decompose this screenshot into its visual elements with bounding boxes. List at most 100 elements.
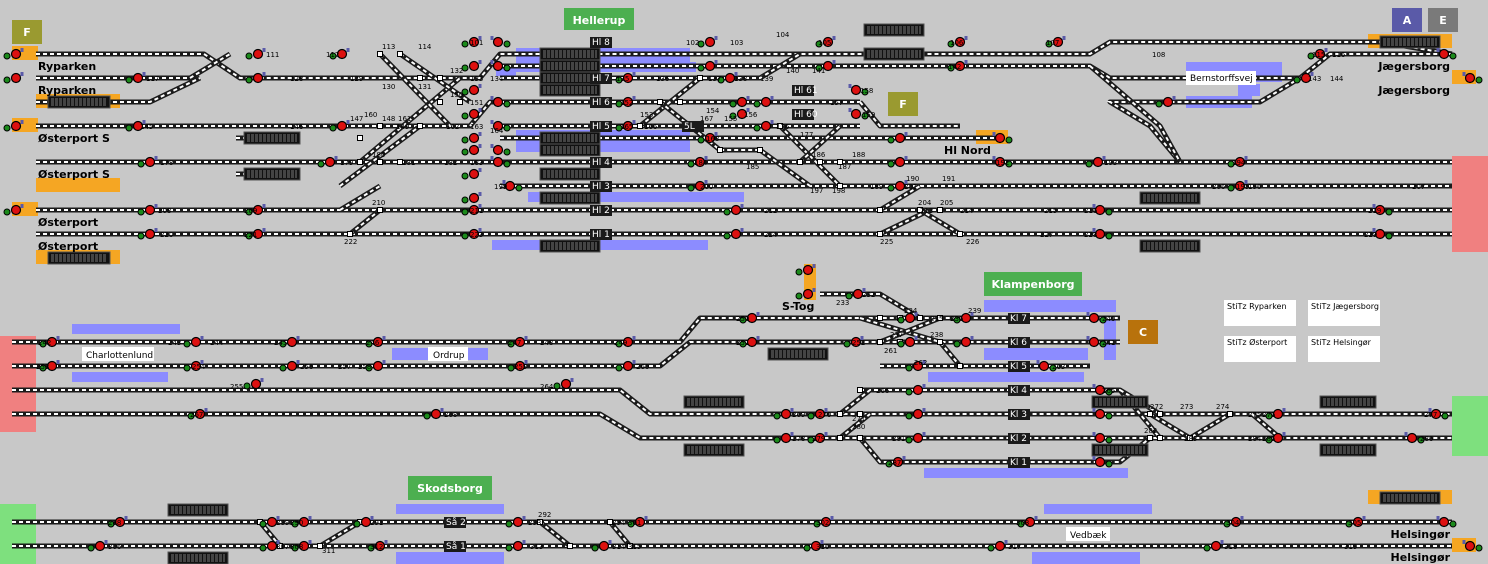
signal-87[interactable]: [622, 360, 634, 372]
signal-1[interactable]: [10, 72, 22, 84]
signal-65[interactable]: [1374, 204, 1386, 216]
signal-29[interactable]: [492, 120, 504, 132]
signal-38[interactable]: [724, 72, 736, 84]
signal-41[interactable]: [760, 96, 772, 108]
switch-point-10[interactable]: [377, 123, 383, 129]
signal-98[interactable]: [912, 360, 924, 372]
signal-86[interactable]: [622, 336, 634, 348]
signal-56[interactable]: [954, 60, 966, 72]
signal-66[interactable]: [1374, 228, 1386, 240]
switch-point-40[interactable]: [857, 411, 863, 417]
switch-point-33[interactable]: [917, 315, 923, 321]
signal-51[interactable]: [730, 228, 742, 240]
signal-77[interactable]: [286, 360, 298, 372]
signal-17[interactable]: [468, 60, 480, 72]
signal-73[interactable]: [46, 360, 58, 372]
signal-122[interactable]: [298, 516, 310, 528]
signal-117[interactable]: [1430, 408, 1442, 420]
signal-82[interactable]: [430, 408, 442, 420]
track-u1b[interactable]: [36, 53, 231, 79]
signal-106[interactable]: [780, 408, 792, 420]
signal-2[interactable]: [10, 120, 22, 132]
track-u14[interactable]: [1089, 65, 1181, 163]
signal-68[interactable]: [1300, 72, 1312, 84]
signal-64[interactable]: [1234, 180, 1246, 192]
switch-point-42[interactable]: [837, 411, 843, 417]
signal-135[interactable]: [1210, 540, 1222, 552]
track-u13[interactable]: [1106, 77, 1301, 163]
signal-15[interactable]: [336, 120, 348, 132]
signal-49[interactable]: [694, 180, 706, 192]
switch-point-35[interactable]: [877, 339, 883, 345]
signal-127[interactable]: [512, 540, 524, 552]
signal-50[interactable]: [730, 204, 742, 216]
signal-72[interactable]: [46, 336, 58, 348]
signal-35[interactable]: [622, 120, 634, 132]
switch-point-52[interactable]: [317, 543, 323, 549]
switch-point-11[interactable]: [357, 135, 363, 141]
signal-128[interactable]: [598, 540, 610, 552]
switch-point-21[interactable]: [817, 159, 823, 165]
signal-116[interactable]: [1406, 432, 1418, 444]
signal-84[interactable]: [514, 360, 526, 372]
switch-point-23[interactable]: [877, 207, 883, 213]
signal-96[interactable]: [960, 312, 972, 324]
switch-point-14[interactable]: [697, 75, 703, 81]
signal-78[interactable]: [372, 336, 384, 348]
signal-114[interactable]: [1272, 408, 1284, 420]
switch-point-5[interactable]: [437, 99, 443, 105]
signal-34[interactable]: [622, 96, 634, 108]
signal-11[interactable]: [252, 204, 264, 216]
signal-103[interactable]: [814, 408, 826, 420]
switch-point-54[interactable]: [537, 519, 543, 525]
track-u26[interactable]: [879, 209, 931, 235]
signal-26[interactable]: [492, 36, 504, 48]
track-u17[interactable]: [379, 53, 451, 127]
signal-37[interactable]: [704, 60, 716, 72]
signal-138[interactable]: [1464, 540, 1476, 552]
signal-115[interactable]: [1272, 432, 1284, 444]
signal-52[interactable]: [894, 132, 906, 144]
signal-93[interactable]: [850, 336, 862, 348]
track-u19[interactable]: [339, 185, 381, 211]
signal-6[interactable]: [132, 120, 144, 132]
switch-point-29[interactable]: [347, 231, 353, 237]
signal-58[interactable]: [994, 132, 1006, 144]
signal-67[interactable]: [1162, 96, 1174, 108]
signal-14[interactable]: [336, 48, 348, 60]
signal-43[interactable]: [822, 36, 834, 48]
signal-91[interactable]: [802, 288, 814, 300]
signal-25[interactable]: [468, 228, 480, 240]
signal-60[interactable]: [1092, 156, 1104, 168]
signal-118[interactable]: [114, 516, 126, 528]
signal-136[interactable]: [1352, 516, 1364, 528]
signal-90[interactable]: [802, 264, 814, 276]
signal-131[interactable]: [810, 540, 822, 552]
signal-125[interactable]: [374, 540, 386, 552]
switch-point-28[interactable]: [957, 231, 963, 237]
signal-36[interactable]: [704, 36, 716, 48]
switch-point-57[interactable]: [627, 543, 633, 549]
switch-point-30[interactable]: [377, 207, 383, 213]
switch-point-15[interactable]: [677, 99, 683, 105]
signal-124[interactable]: [360, 516, 372, 528]
track-m10[interactable]: [820, 293, 921, 319]
switch-point-25[interactable]: [917, 207, 923, 213]
signal-76[interactable]: [286, 336, 298, 348]
switch-point-27[interactable]: [877, 231, 883, 237]
signal-27[interactable]: [492, 60, 504, 72]
signal-7[interactable]: [252, 72, 264, 84]
signal-95[interactable]: [904, 312, 916, 324]
switch-point-31[interactable]: [877, 315, 883, 321]
signal-55[interactable]: [954, 36, 966, 48]
track-m2[interactable]: [12, 341, 1120, 367]
signal-20[interactable]: [468, 132, 480, 144]
signal-39[interactable]: [736, 96, 748, 108]
signal-81[interactable]: [194, 408, 206, 420]
signal-113[interactable]: [1038, 360, 1050, 372]
signal-107[interactable]: [1094, 384, 1106, 396]
signal-123[interactable]: [298, 540, 310, 552]
switch-point-34[interactable]: [937, 315, 943, 321]
switch-point-48[interactable]: [1147, 435, 1153, 441]
switch-point-19[interactable]: [797, 159, 803, 165]
